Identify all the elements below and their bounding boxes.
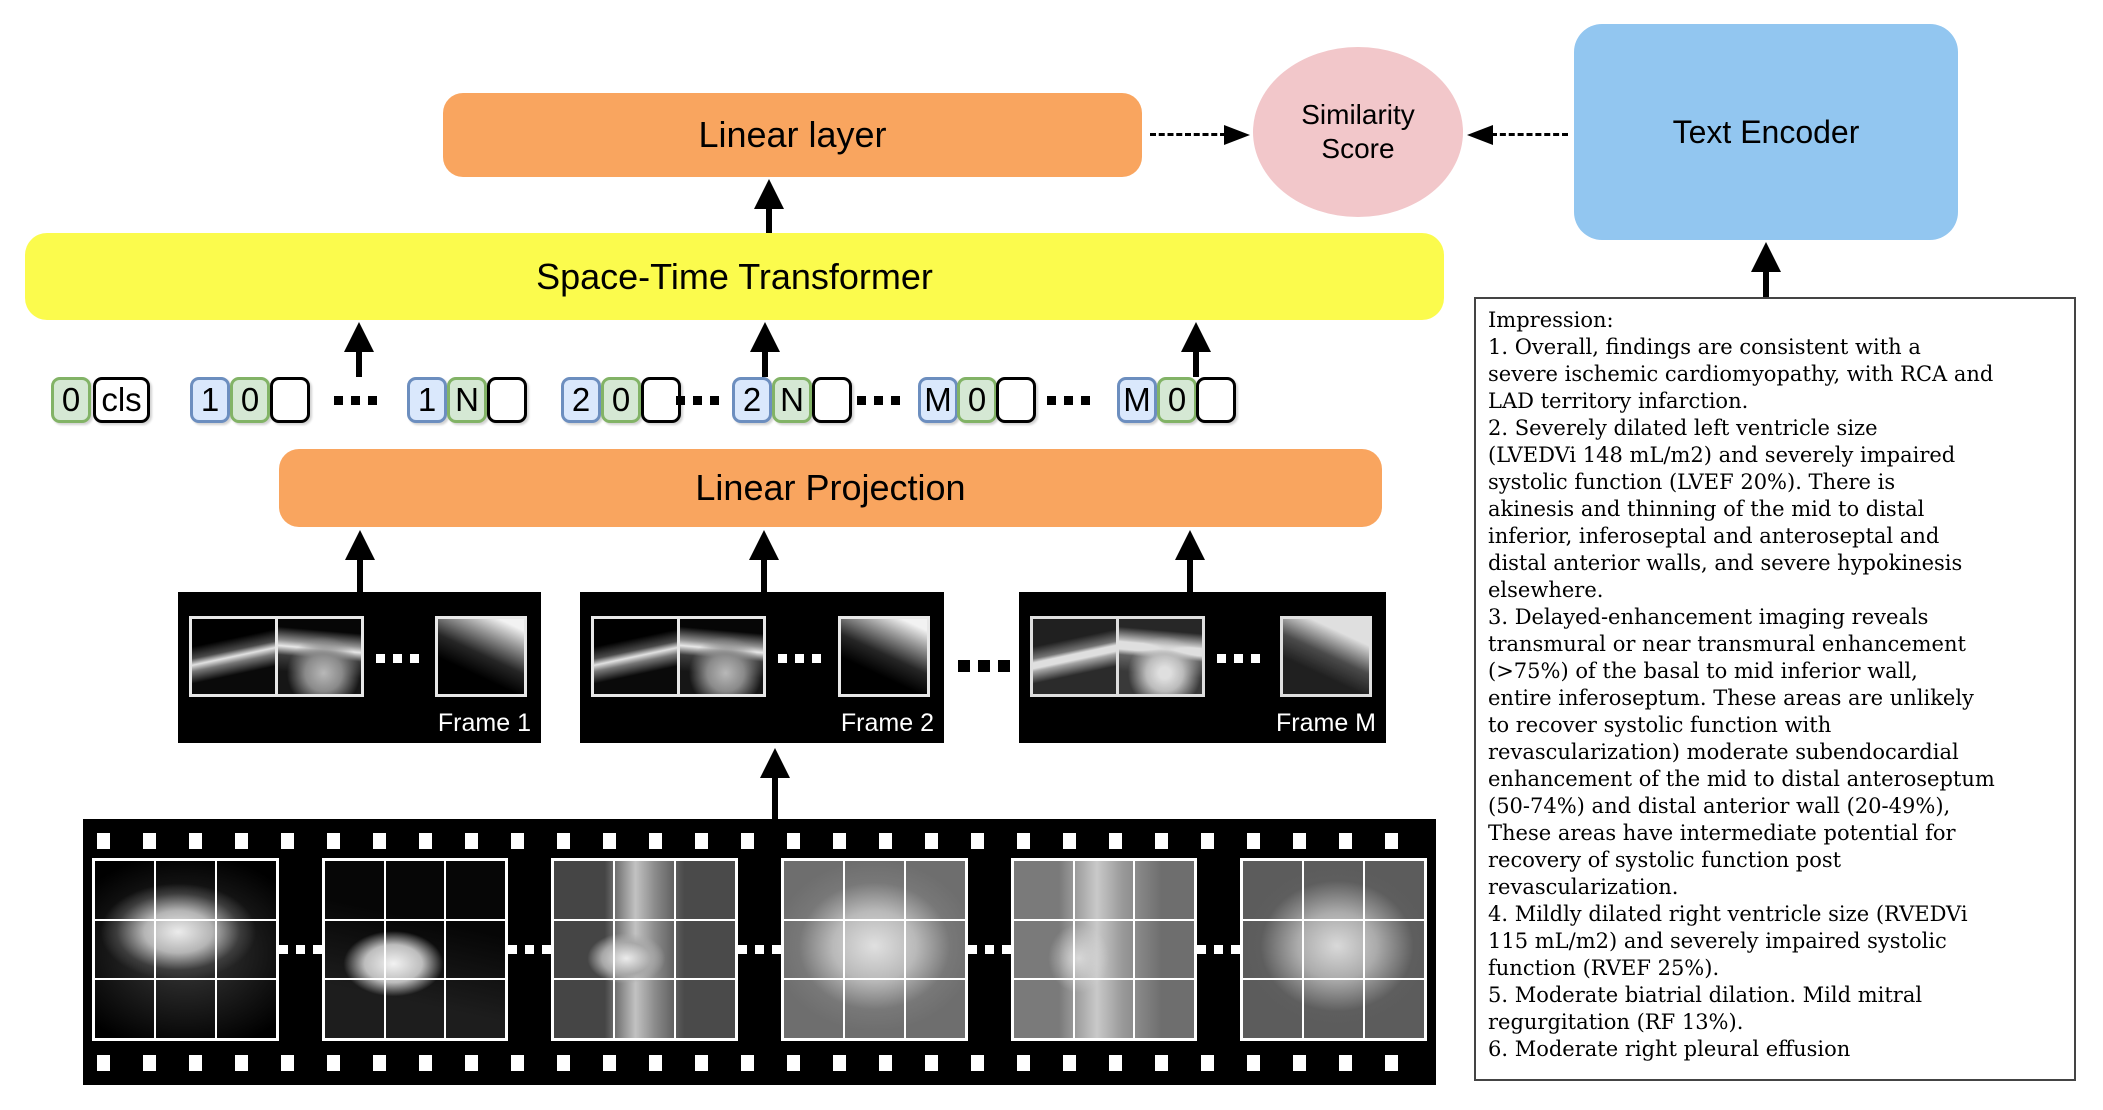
token-cell-0: 0: [601, 377, 641, 423]
arrow-frame2-to-projection: [748, 530, 780, 592]
token-cell-0: 0: [1157, 377, 1197, 423]
space-time-transformer-label: Space-Time Transformer: [536, 255, 933, 297]
film-sprockets-top: [97, 833, 1422, 849]
arrow-frameM-to-projection: [1174, 530, 1206, 592]
patch-ellipsis-icon: [778, 654, 821, 663]
dashed-arrow-text-encoder-to-similarity: [1467, 125, 1568, 145]
dashed-line: [1150, 133, 1226, 136]
linear-projection-label: Linear Projection: [695, 467, 966, 508]
film-mri-frame-1: [92, 858, 279, 1041]
token-cell-1: 1: [407, 377, 447, 423]
token-cell-0: 0: [230, 377, 270, 423]
film-frames-row: [92, 858, 1428, 1041]
arrowhead-left-icon: [1467, 125, 1493, 145]
token-cell-0: 0: [957, 377, 997, 423]
film-mri-frame-4: [781, 858, 968, 1041]
token-cell-cls: cls: [93, 377, 150, 423]
film-ellipsis-icon: [508, 945, 552, 954]
film-ellipsis-icon: [278, 945, 322, 954]
image-patch-3: [1280, 616, 1372, 697]
frame-label: Frame 1: [437, 709, 531, 737]
film-mri-frame-5: [1010, 858, 1198, 1041]
image-patch-1: [591, 616, 680, 697]
film-ellipsis-icon: [738, 945, 782, 954]
similarity-score-label-line2: Score: [1321, 133, 1395, 164]
arrow-report-to-text-encoder: [1750, 242, 1782, 297]
linear-layer-box: Linear layer: [443, 93, 1142, 177]
arrow-film-to-frame2: [759, 748, 791, 819]
film-sprockets-bottom: [97, 1055, 1422, 1071]
arrow-transformer-to-linear-layer: [753, 179, 785, 233]
video-frame-panel-frame-m: Frame M: [1019, 592, 1386, 743]
image-patch-2: [1116, 616, 1205, 697]
film-ellipsis-icon: [967, 945, 1011, 954]
token-cell-blank: [1196, 377, 1236, 423]
token-cell-blank: [996, 377, 1036, 423]
impression-report: Impression: 1. Overall, findings are con…: [1474, 297, 2076, 1081]
dashed-arrow-linear-layer-to-similarity: [1150, 125, 1250, 145]
image-patch-2: [275, 616, 364, 697]
token-ellipsis-icon: [857, 396, 900, 405]
film-mri-frame-2: [321, 858, 509, 1041]
arrow-tokens-to-transformer-3: [1180, 322, 1212, 377]
token-cell-M: M: [918, 377, 958, 423]
frames-ellipsis-icon: [958, 660, 1010, 672]
text-encoder-label: Text Encoder: [1672, 113, 1860, 150]
token-cell-blank: [487, 377, 527, 423]
arrow-frame1-to-projection: [344, 530, 376, 592]
token-ellipsis-icon: [334, 396, 377, 405]
similarity-score-ellipse: Similarity Score: [1253, 47, 1463, 217]
film-strip: [83, 819, 1436, 1085]
dashed-line: [1491, 133, 1568, 136]
token-cell-blank: [812, 377, 852, 423]
token-cell-blank: [270, 377, 310, 423]
linear-projection-box: Linear Projection: [279, 449, 1382, 527]
linear-layer-label: Linear layer: [698, 114, 887, 155]
image-patch-3: [838, 616, 930, 697]
frame-label: Frame 2: [840, 709, 934, 737]
film-mri-frame-3: [551, 858, 739, 1041]
token-cell-2: 2: [561, 377, 601, 423]
arrowhead-right-icon: [1224, 125, 1250, 145]
token-cell-0: 0: [51, 377, 91, 423]
token-cell-1: 1: [190, 377, 230, 423]
token-cell-blank: [641, 377, 681, 423]
video-frame-panel-frame-1: Frame 1: [178, 592, 541, 743]
patch-ellipsis-icon: [1217, 654, 1260, 663]
token-cell-2: 2: [732, 377, 772, 423]
token-ellipsis-icon: [1047, 396, 1090, 405]
token-cell-M: M: [1117, 377, 1157, 423]
patch-ellipsis-icon: [376, 654, 419, 663]
film-mri-frame-6: [1240, 858, 1428, 1041]
space-time-transformer-box: Space-Time Transformer: [25, 233, 1444, 320]
image-patch-1: [189, 616, 278, 697]
arrow-tokens-to-transformer-2: [749, 322, 781, 377]
image-patch-2: [677, 616, 766, 697]
video-frame-panel-frame-2: Frame 2: [580, 592, 944, 743]
similarity-score-label-line1: Similarity: [1301, 99, 1415, 130]
arrow-tokens-to-transformer-1: [343, 322, 375, 377]
text-encoder-box: Text Encoder: [1574, 24, 1958, 240]
token-cell-N: N: [447, 377, 487, 423]
image-patch-3: [435, 616, 527, 697]
film-ellipsis-icon: [1197, 945, 1241, 954]
token-cell-N: N: [772, 377, 812, 423]
image-patch-1: [1030, 616, 1119, 697]
token-ellipsis-icon: [676, 396, 719, 405]
frame-label: Frame M: [1276, 709, 1376, 737]
